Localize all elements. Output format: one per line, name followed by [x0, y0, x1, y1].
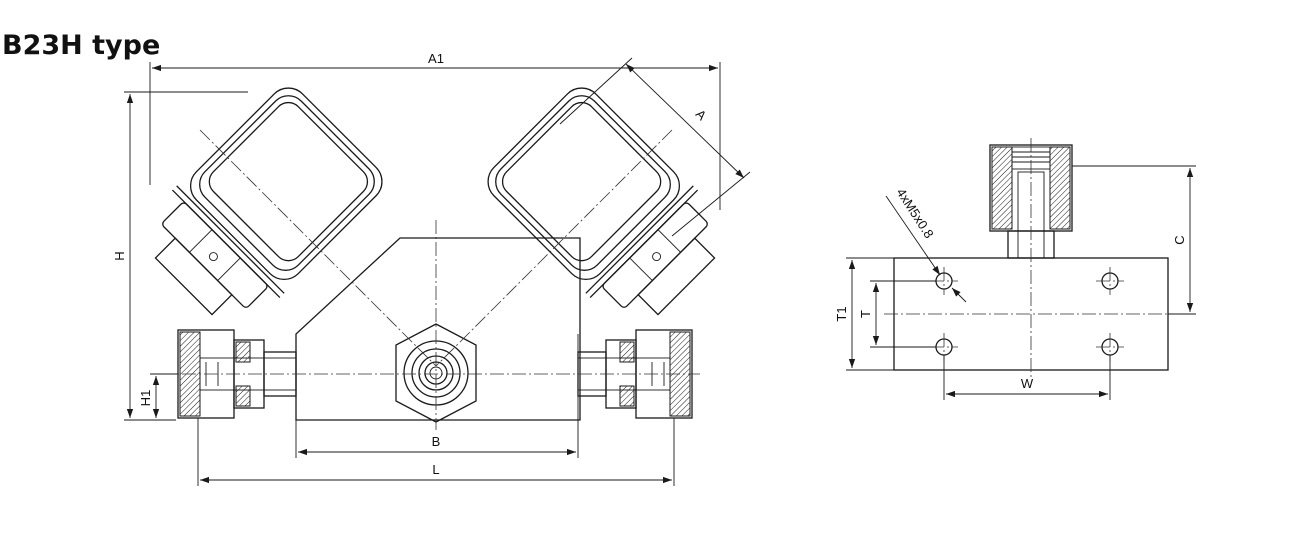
dim-h-label: H [112, 251, 127, 260]
dim-h1-label: H1 [138, 390, 153, 407]
dim-a-label: A [693, 106, 710, 123]
dim-l-label: L [432, 462, 439, 477]
dim-c-label: C [1172, 235, 1187, 244]
dim-w-label: W [1021, 376, 1034, 391]
manifold-body [295, 237, 581, 421]
page-title: B23H type [2, 30, 161, 61]
dim-t1-label: T1 [834, 306, 849, 321]
left-gauge [154, 87, 383, 316]
top-fitting [989, 144, 1073, 259]
dim-b-label: B [432, 434, 441, 449]
dim-a1-label: A1 [428, 51, 444, 66]
thread-callout-label: 4xM5x0.8 [893, 185, 936, 240]
side-view: 4xM5x0.8 C T1 T W [834, 138, 1196, 400]
front-view: A1 A H H1 B L [112, 51, 751, 486]
dim-t-label: T [858, 310, 873, 318]
